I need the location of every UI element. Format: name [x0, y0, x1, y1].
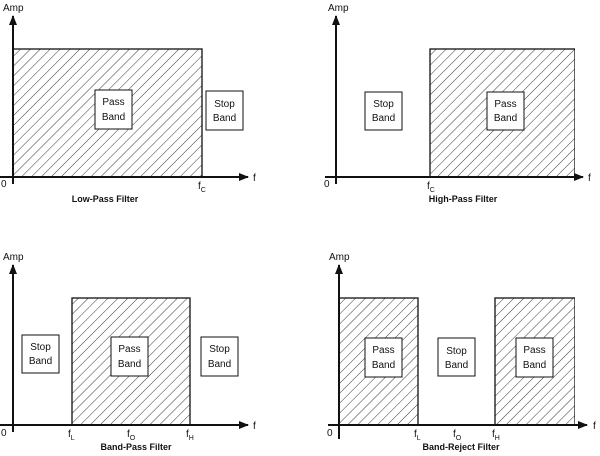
y-axis-label: Amp: [328, 3, 349, 14]
panel-title: High-Pass Filter: [429, 194, 498, 204]
panel-title: Low-Pass Filter: [72, 194, 139, 204]
svg-text:Stop: Stop: [30, 342, 51, 353]
svg-text:Band: Band: [118, 359, 141, 370]
svg-text:Pass: Pass: [494, 99, 516, 110]
svg-text:Pass: Pass: [102, 97, 124, 108]
cutoff-label: fC: [198, 181, 206, 194]
svg-text:Band: Band: [494, 113, 517, 124]
panel-title: Band-Reject Filter: [422, 442, 500, 452]
center-freq-label: fO: [453, 429, 462, 442]
svg-text:Stop: Stop: [209, 344, 230, 355]
high-cutoff-label: fH: [492, 429, 500, 442]
svg-text:Band: Band: [372, 113, 395, 124]
cutoff-label: fC: [427, 181, 435, 194]
x-axis-label: f: [253, 421, 256, 432]
x-axis-label: f: [588, 173, 591, 184]
svg-text:Pass: Pass: [118, 344, 140, 355]
low-cutoff-label: fL: [68, 429, 75, 442]
y-axis-label: Amp: [3, 3, 24, 14]
svg-text:Stop: Stop: [214, 99, 235, 110]
svg-text:Band: Band: [208, 359, 231, 370]
y-axis-label: Amp: [3, 252, 24, 263]
center-freq-label: fO: [127, 429, 136, 442]
origin-label: 0: [327, 428, 333, 439]
panel-title: Band-Pass Filter: [100, 442, 172, 452]
svg-text:Stop: Stop: [373, 99, 394, 110]
y-axis-label: Amp: [329, 252, 350, 263]
svg-text:Band: Band: [523, 360, 546, 371]
origin-label: 0: [1, 428, 7, 439]
svg-text:Stop: Stop: [446, 346, 467, 357]
origin-label: 0: [1, 179, 7, 190]
high-cutoff-label: fH: [186, 429, 194, 442]
svg-text:Pass: Pass: [372, 345, 394, 356]
svg-text:Band: Band: [102, 112, 125, 123]
low-cutoff-label: fL: [414, 429, 421, 442]
svg-text:Band: Band: [213, 113, 236, 124]
svg-text:Band: Band: [445, 360, 468, 371]
svg-text:Band: Band: [29, 356, 52, 367]
origin-label: 0: [324, 179, 330, 190]
x-axis-label: f: [593, 421, 596, 432]
svg-text:Pass: Pass: [523, 345, 545, 356]
svg-text:Band: Band: [372, 360, 395, 371]
x-axis-label: f: [253, 173, 256, 184]
